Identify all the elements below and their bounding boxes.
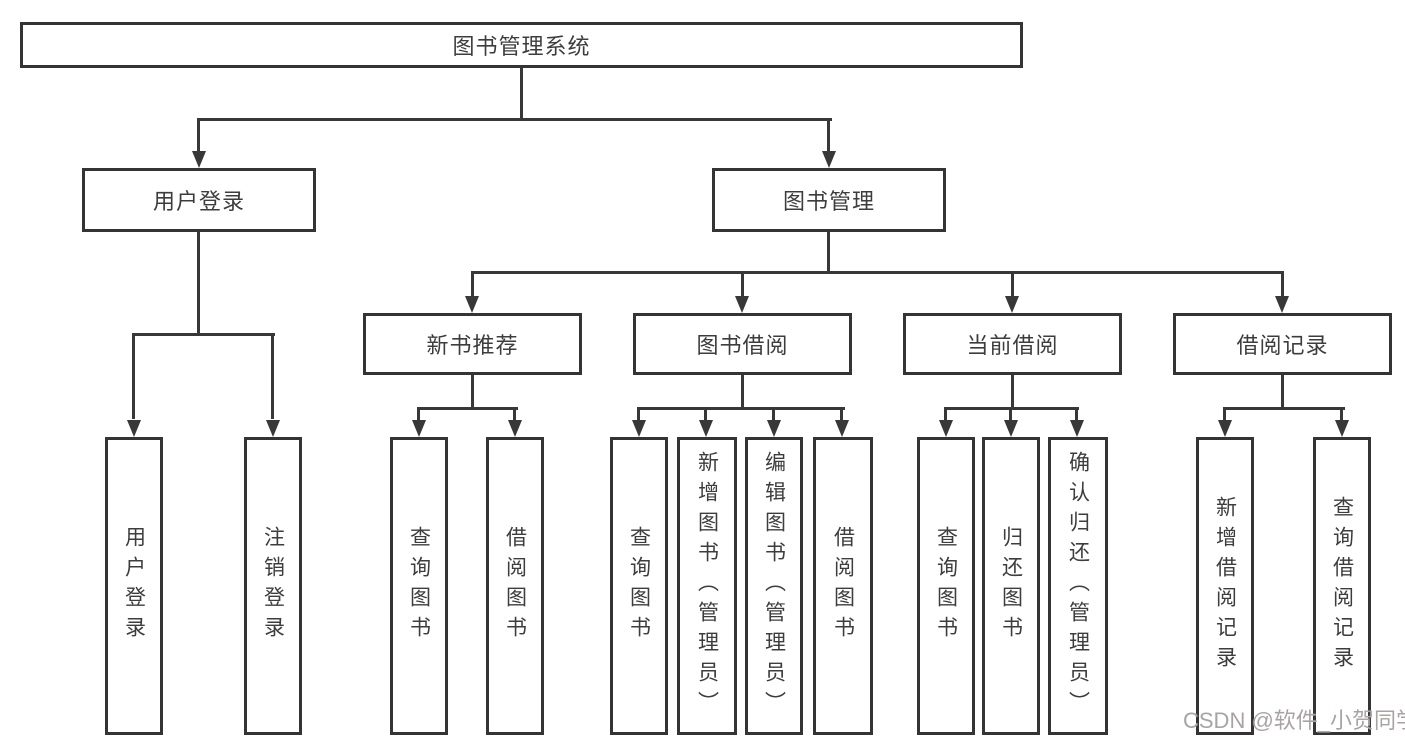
node-book-borrow-label: 图书借阅 bbox=[696, 333, 789, 358]
arrowhead-down-icon bbox=[735, 296, 749, 313]
connector-book-borrow-stem bbox=[741, 375, 744, 410]
leaf-query-books-3-label: 查询图书 bbox=[934, 526, 958, 646]
connector-new-book-stem bbox=[471, 375, 474, 410]
leaf-confirm-return-admin-label: 确认归还（管理员） bbox=[1066, 451, 1090, 721]
leaf-add-books-admin: 新增图书（管理员） bbox=[677, 437, 737, 735]
leaf-borrow-books-1-label: 借阅图书 bbox=[503, 526, 527, 646]
leaf-borrow-books-2-label: 借阅图书 bbox=[831, 526, 855, 646]
connector-current-borrow-stem bbox=[1011, 375, 1014, 410]
leaf-query-books-2-label: 查询图书 bbox=[627, 526, 651, 646]
leaf-return-books: 归还图书 bbox=[982, 437, 1040, 735]
node-root: 图书管理系统 bbox=[20, 22, 1023, 68]
leaf-query-books-1-label: 查询图书 bbox=[407, 526, 431, 646]
leaf-borrow-books-1: 借阅图书 bbox=[486, 437, 544, 735]
node-book-borrow: 图书借阅 bbox=[633, 313, 852, 375]
leaf-logout-label: 注销登录 bbox=[261, 526, 285, 646]
arrowhead-down-icon bbox=[632, 420, 646, 437]
connector-borrow-records-bus bbox=[1223, 407, 1345, 410]
leaf-user-login-label: 用户登录 bbox=[122, 526, 146, 646]
connector-drop-leaf bbox=[1009, 407, 1012, 421]
connector-drop-leaf bbox=[1223, 407, 1226, 421]
node-new-book-recommend-label: 新书推荐 bbox=[426, 333, 519, 358]
node-user-login-label: 用户登录 bbox=[152, 189, 245, 214]
arrowhead-down-icon bbox=[127, 420, 141, 437]
csdn-watermark: CSDN @软件_小贺同学 bbox=[1183, 708, 1405, 733]
connector-drop-leaf bbox=[772, 407, 775, 421]
connector-drop-leaf bbox=[271, 333, 274, 419]
leaf-logout: 注销登录 bbox=[244, 437, 302, 735]
leaf-query-borrow-record: 查询借阅记录 bbox=[1313, 437, 1371, 735]
connector-drop-leaf bbox=[840, 407, 843, 421]
connector-drop-leaf bbox=[1075, 407, 1078, 421]
connector-drop-leaf bbox=[637, 407, 640, 421]
leaf-query-borrow-record-label: 查询借阅记录 bbox=[1330, 496, 1354, 676]
connector-level3-bus bbox=[471, 271, 1284, 274]
leaf-query-books-1: 查询图书 bbox=[390, 437, 448, 735]
arrowhead-down-icon bbox=[939, 420, 953, 437]
connector-level2-bus bbox=[197, 118, 832, 121]
leaf-confirm-return-admin: 确认归还（管理员） bbox=[1048, 437, 1108, 735]
node-new-book-recommend: 新书推荐 bbox=[363, 313, 582, 375]
connector-book-borrow-bus bbox=[637, 407, 845, 410]
arrowhead-down-icon bbox=[835, 420, 849, 437]
leaf-add-books-admin-label: 新增图书（管理员） bbox=[695, 451, 719, 721]
connector-drop-user-login bbox=[197, 118, 200, 154]
connector-drop-level3 bbox=[1011, 271, 1014, 297]
arrowhead-down-icon bbox=[192, 151, 206, 168]
node-current-borrow-label: 当前借阅 bbox=[966, 333, 1059, 358]
leaf-query-books-3: 查询图书 bbox=[917, 437, 975, 735]
connector-new-book-bus bbox=[418, 407, 518, 410]
node-borrow-records: 借阅记录 bbox=[1173, 313, 1392, 375]
arrowhead-down-icon bbox=[1070, 420, 1084, 437]
node-root-label: 图书管理系统 bbox=[452, 34, 591, 59]
leaf-query-books-2: 查询图书 bbox=[610, 437, 668, 735]
arrowhead-down-icon bbox=[1218, 420, 1232, 437]
arrowhead-down-icon bbox=[1275, 296, 1289, 313]
connector-user-login-bus bbox=[132, 333, 275, 336]
arrowhead-down-icon bbox=[508, 420, 522, 437]
leaf-user-login: 用户登录 bbox=[105, 437, 163, 735]
arrowhead-down-icon bbox=[412, 420, 426, 437]
leaf-edit-books-admin: 编辑图书（管理员） bbox=[745, 437, 803, 735]
node-book-management: 图书管理 bbox=[712, 168, 946, 232]
connector-borrow-records-stem bbox=[1281, 375, 1284, 410]
leaf-return-books-label: 归还图书 bbox=[999, 526, 1023, 646]
connector-drop-leaf bbox=[704, 407, 707, 421]
connector-drop-book-management bbox=[827, 118, 830, 154]
leaf-add-borrow-record: 新增借阅记录 bbox=[1196, 437, 1254, 735]
node-user-login: 用户登录 bbox=[82, 168, 316, 232]
node-current-borrow: 当前借阅 bbox=[903, 313, 1122, 375]
leaf-edit-books-admin-label: 编辑图书（管理员） bbox=[762, 451, 786, 721]
connector-drop-leaf bbox=[132, 333, 135, 419]
connector-drop-leaf bbox=[1340, 407, 1343, 421]
leaf-add-borrow-record-label: 新增借阅记录 bbox=[1213, 496, 1237, 676]
connector-drop-level3 bbox=[1281, 271, 1284, 297]
arrowhead-down-icon bbox=[1004, 420, 1018, 437]
connector-user-login-stem bbox=[197, 232, 200, 335]
connector-drop-level3 bbox=[471, 271, 474, 297]
connector-drop-leaf bbox=[513, 407, 516, 421]
connector-book-management-stem bbox=[827, 232, 830, 273]
arrowhead-down-icon bbox=[822, 151, 836, 168]
connector-drop-leaf bbox=[417, 407, 420, 421]
arrowhead-down-icon bbox=[266, 420, 280, 437]
arrowhead-down-icon bbox=[1005, 296, 1019, 313]
arrowhead-down-icon bbox=[767, 420, 781, 437]
connector-root-stem bbox=[520, 68, 523, 120]
arrowhead-down-icon bbox=[1335, 420, 1349, 437]
node-borrow-records-label: 借阅记录 bbox=[1236, 333, 1329, 358]
connector-drop-leaf bbox=[944, 407, 947, 421]
arrowhead-down-icon bbox=[465, 296, 479, 313]
connector-drop-level3 bbox=[741, 271, 744, 297]
arrowhead-down-icon bbox=[699, 420, 713, 437]
leaf-borrow-books-2: 借阅图书 bbox=[813, 437, 873, 735]
node-book-management-label: 图书管理 bbox=[782, 189, 875, 214]
